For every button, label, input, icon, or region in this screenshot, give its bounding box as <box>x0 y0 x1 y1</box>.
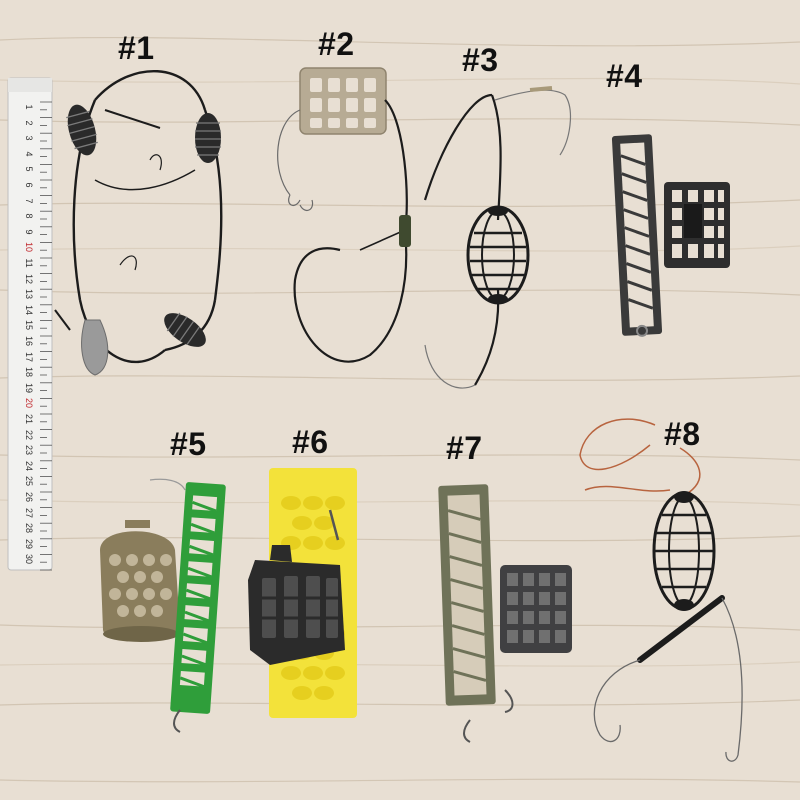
ruler <box>7 77 53 571</box>
quiver-tip-3 <box>529 86 553 92</box>
rig-6 <box>248 468 357 718</box>
snap-swivel-6 <box>328 509 340 541</box>
ruler-number: 30 <box>24 554 34 565</box>
spring-feeder-1b <box>195 113 221 163</box>
black-cage-feeder-6 <box>248 545 345 665</box>
khaki-cage-feeder-5 <box>100 520 180 642</box>
swivel-boom-2 <box>399 215 411 247</box>
label-6: #6 <box>292 424 329 460</box>
boom-8 <box>637 595 725 663</box>
method-feeder-3 <box>466 205 530 305</box>
label-7: #7 <box>446 430 483 466</box>
rig-7 <box>438 484 572 743</box>
rig-2 <box>277 67 411 363</box>
spring-feeder-1a <box>66 104 98 156</box>
green-flat-feeder-5 <box>170 482 226 714</box>
spring-feeder-1c <box>164 312 206 347</box>
rig-1-feeders <box>66 104 221 376</box>
label-2: #2 <box>318 26 355 62</box>
rig-5 <box>100 478 226 733</box>
rig-3 <box>423 86 571 389</box>
plastic-cage-feeder-2 <box>299 67 387 135</box>
rig-4 <box>611 134 730 337</box>
grey-cage-feeder-7 <box>500 565 572 653</box>
flat-method-feeder-4 <box>611 134 663 337</box>
label-4: #4 <box>606 58 643 94</box>
label-5: #5 <box>170 426 207 462</box>
cage-feeder-4 <box>664 182 730 268</box>
label-3: #3 <box>462 42 499 78</box>
label-8: #8 <box>664 416 701 452</box>
lead-weight <box>81 319 109 376</box>
olive-flat-feeder-7 <box>438 484 496 706</box>
rig-8 <box>579 418 743 762</box>
method-feeder-8 <box>652 491 716 611</box>
label-1: #1 <box>118 30 155 66</box>
